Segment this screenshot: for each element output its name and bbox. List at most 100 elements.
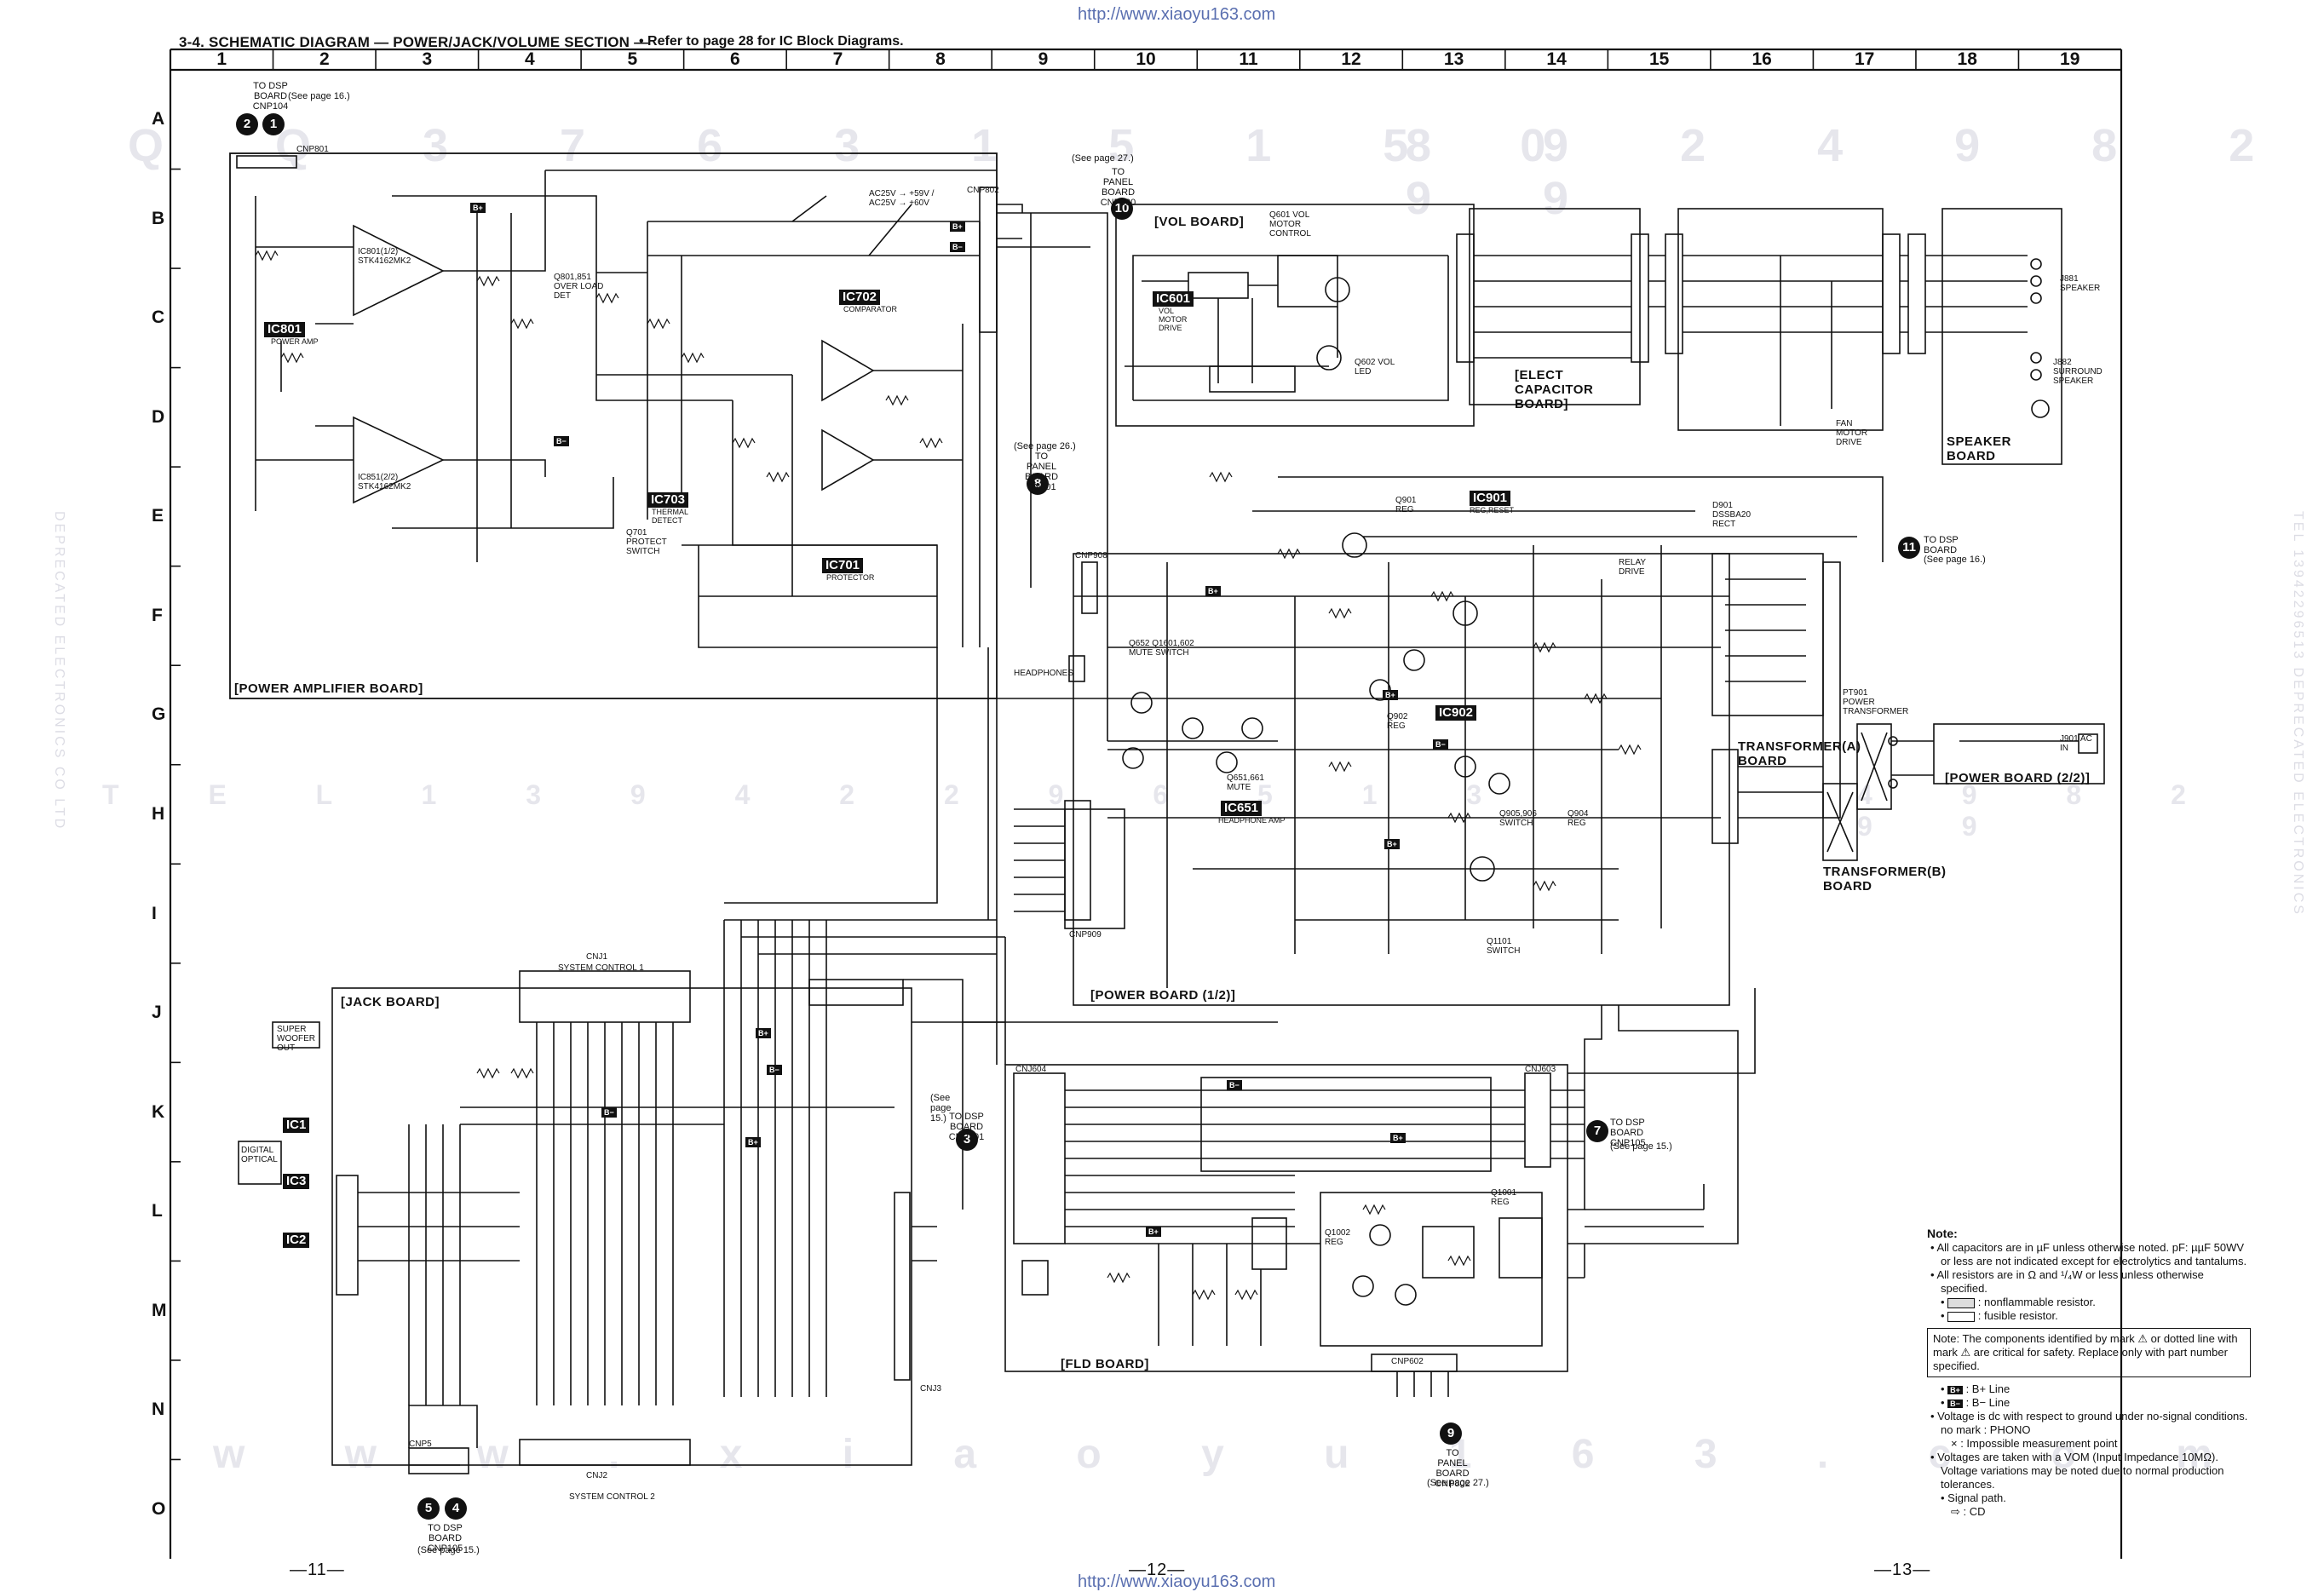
q601-label: Q601 VOL MOTOR CONTROL <box>1269 210 1311 239</box>
top-url[interactable]: http://www.xiaoyu163.com <box>1078 5 1276 24</box>
bplus-tag: B+ <box>745 1137 761 1147</box>
row-letter: A <box>152 109 165 129</box>
resistor-symbol <box>476 1067 500 1079</box>
transformer-b-board-label: TRANSFORMER(B) BOARD <box>1823 865 1947 894</box>
row-letter: O <box>152 1498 166 1519</box>
note-phono: no mark : PHONO <box>1941 1423 2031 1436</box>
note-nonflammable: • : nonflammable resistor. <box>1941 1296 2096 1308</box>
note-resistors: • All resistors are in Ω and ¹/₄W or les… <box>1930 1268 2204 1295</box>
cnp802-label: CNP802 <box>967 186 999 195</box>
ic703-label: IC703 <box>647 492 689 508</box>
column-number: 9 <box>1038 49 1049 69</box>
bplus-tag: B+ <box>1205 586 1221 596</box>
bminus-tag: B− <box>767 1065 782 1075</box>
note-resistors-text: All resistors are in Ω and ¹/₄W or less … <box>1936 1268 2204 1295</box>
bminus-legend-tag: B− <box>1947 1399 1963 1408</box>
q701-label: Q701 PROTECT SWITCH <box>626 528 667 556</box>
q801-label: Q801,851 OVER LOAD DET <box>554 273 604 301</box>
ic702-sub: COMPARATOR <box>843 305 898 313</box>
q1001-label: Q1001 REG <box>1491 1188 1517 1207</box>
bplus-tag: B+ <box>1390 1133 1406 1143</box>
connector-11: 11 <box>1898 537 1920 559</box>
resistor-symbol <box>919 437 943 449</box>
note-capacitors: • All capacitors are in µF unless otherw… <box>1930 1241 2247 1267</box>
resistor-symbol <box>1234 1289 1258 1301</box>
note-fusible-text: : fusible resistor. <box>1977 1309 2058 1322</box>
note-cd: ⇨ : CD <box>1927 1505 2251 1519</box>
ic601-sub: VOL MOTOR DRIVE <box>1159 307 1188 332</box>
connector-1: 1 <box>262 113 285 135</box>
resistor-symbol <box>1584 693 1608 704</box>
resistor-symbol <box>476 275 500 287</box>
note-bplus: • B+ : B+ Line <box>1941 1382 2010 1395</box>
resistor-symbol <box>510 1067 534 1079</box>
j882-label: J882 SURROUND SPEAKER <box>2053 358 2103 386</box>
cnp909-label: CNP909 <box>1069 930 1102 940</box>
resistor-symbol <box>255 250 279 262</box>
resistor-symbol <box>595 292 619 304</box>
column-number: 16 <box>1752 49 1772 69</box>
q602-label: Q602 VOL LED <box>1355 358 1395 376</box>
column-number: 5 <box>627 49 638 69</box>
ic651-sub: HEADPHONE AMP <box>1218 816 1286 825</box>
digital-optical-label: DIGITAL OPTICAL <box>241 1146 278 1164</box>
column-number: 17 <box>1854 49 1875 69</box>
column-number: 6 <box>730 49 740 69</box>
ic851-part: IC851(2/2) STK4162MK2 <box>358 473 411 491</box>
connector-9: 9 <box>1440 1422 1462 1445</box>
watermark-tel-right: 4 9 8 2 9 9 <box>1857 779 2227 842</box>
q901-label: Q901 REG <box>1395 496 1417 514</box>
headphones-label: HEADPHONES <box>1014 669 1074 678</box>
bplus-tag: B+ <box>1383 690 1398 700</box>
note-vom: • Voltages are taken with a VOM (Input I… <box>1930 1451 2224 1491</box>
ic801-part: IC801(1/2) STK4162MK2 <box>358 247 411 266</box>
watermark-qq-right: 8 9 2 4 9 8 2 9 9 <box>1406 120 2304 224</box>
row-letter: B <box>152 208 165 228</box>
connector-3: 3 <box>956 1129 978 1151</box>
bplus-tag: B+ <box>950 221 965 232</box>
column-number: 7 <box>832 49 843 69</box>
row-letter: I <box>152 903 157 923</box>
resistor-symbol <box>1192 1289 1216 1301</box>
ic901-label: IC901 <box>1470 491 1511 506</box>
fan-motor-label: FAN MOTOR DRIVE <box>1836 419 1868 447</box>
connector-2: 2 <box>236 113 258 135</box>
resistor-symbol <box>885 394 909 406</box>
cnj1-label: CNJ1 <box>586 952 608 962</box>
resistor-symbol <box>1277 548 1301 560</box>
safety-note-box: Note: The components identified by mark … <box>1927 1328 2251 1377</box>
ic902-label: IC902 <box>1435 705 1477 721</box>
fusible-resistor-icon <box>1947 1311 1976 1322</box>
row-letter: N <box>152 1399 165 1420</box>
see-page-27b: (See page 27.) <box>1427 1478 1489 1488</box>
q1002-label: Q1002 REG <box>1325 1228 1351 1247</box>
q1101-label: Q1101 SWITCH <box>1487 937 1521 956</box>
column-number: 15 <box>1648 49 1670 69</box>
row-letter: D <box>152 406 165 427</box>
bottom-url[interactable]: http://www.xiaoyu163.com <box>1078 1572 1276 1591</box>
cnp602-label: CNP602 <box>1391 1357 1424 1366</box>
see-page-26: (See page 26.) <box>1014 441 1076 451</box>
bminus-tag: B− <box>950 242 965 252</box>
column-number: 18 <box>1957 49 1977 69</box>
resistor-symbol <box>1430 590 1454 602</box>
note-cd-text: : CD <box>1963 1505 1986 1518</box>
speaker-board-label: SPEAKER BOARD <box>1947 434 2012 463</box>
cnj2-label: CNJ2 <box>586 1471 608 1480</box>
bminus-tag: B− <box>1227 1080 1242 1090</box>
ic1-label: IC1 <box>283 1118 310 1133</box>
bminus-tag: B− <box>554 436 569 446</box>
cnp5-label: CNP5 <box>409 1440 432 1449</box>
column-number: 12 <box>1341 49 1361 69</box>
cnp801-label: CNP801 <box>296 145 329 154</box>
connector-8: 8 <box>1027 473 1049 495</box>
to-dsp-right: TO DSP BOARD <box>1924 535 1959 555</box>
row-letter: M <box>152 1300 167 1320</box>
pt901-label: PT901 POWER TRANSFORMER <box>1843 688 1909 716</box>
resistor-symbol <box>1618 744 1642 756</box>
resistor-symbol <box>647 318 670 330</box>
page-number-13: —13— <box>1874 1560 1931 1579</box>
resistor-symbol <box>1107 1272 1130 1284</box>
see-page-16b: (See page 16.) <box>1924 555 1986 565</box>
